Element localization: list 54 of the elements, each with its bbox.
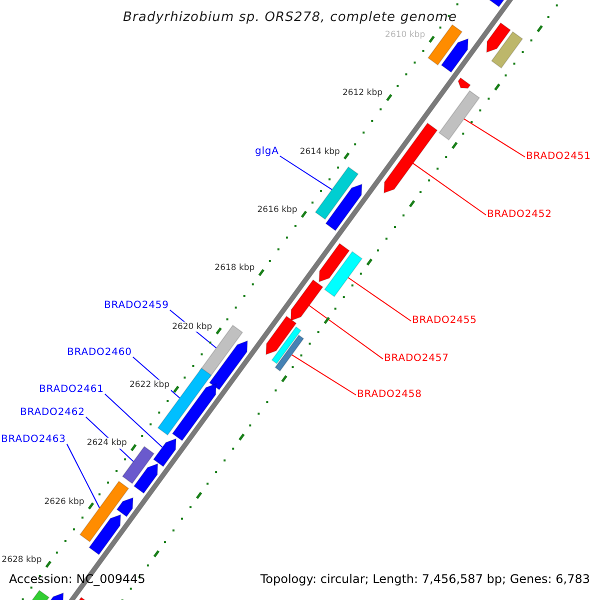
gene-feature <box>486 22 512 54</box>
gene-feature <box>199 324 244 378</box>
gene-label: BRADO2452 <box>487 210 552 220</box>
title: Bradyrhizobium sp. ORS278, complete genome <box>122 11 458 24</box>
accession-text: Accession: NC_009445 <box>9 573 146 585</box>
gene-label: BRADO2455 <box>412 316 477 326</box>
gene-feature <box>116 496 134 518</box>
gene-feature <box>88 514 122 556</box>
gene-label: BRADO2451 <box>526 152 591 162</box>
scale-label: 2624 kbp <box>86 438 128 449</box>
gene-feature <box>427 24 463 66</box>
gene-label: BRADO2462 <box>20 408 85 418</box>
scale-label: 2616 kbp <box>256 204 298 216</box>
gene-feature <box>490 31 524 69</box>
gene-feature <box>172 383 217 442</box>
leader-line <box>291 354 356 396</box>
scale-label: 2622 kbp <box>128 380 171 390</box>
scale-label: 2610 kbp <box>384 30 426 40</box>
gene-feature <box>133 463 158 494</box>
gene-feature <box>274 334 304 372</box>
leader-line <box>348 277 412 322</box>
gene-label: BRADO2461 <box>39 385 104 395</box>
gene-feature <box>208 340 248 390</box>
gene-feature <box>265 316 297 356</box>
gene-label: BRADO2460 <box>67 348 132 358</box>
gene-feature <box>271 326 302 364</box>
genome-summary-text: Topology: circular; Length: 7,456,587 bp; Genes: 6,783 <box>260 573 590 585</box>
gene-feature <box>290 279 324 322</box>
gene-feature <box>314 166 359 220</box>
gene-label: glgA <box>255 147 279 157</box>
scale-label: 2614 kbp <box>298 146 341 158</box>
leader-line <box>464 118 526 158</box>
gene-feature <box>383 122 438 194</box>
scale-label: 2626 kbp <box>43 496 86 508</box>
scale-label: 2618 kbp <box>214 263 256 274</box>
scale-label: 2620 kbp <box>171 322 214 332</box>
gene-feature <box>122 446 155 484</box>
scale-label: 2612 kbp <box>341 88 384 99</box>
leader-line <box>66 444 100 508</box>
gene-feature <box>324 250 363 298</box>
gene-label: BRADO2463 <box>1 435 66 445</box>
scale-label: 2628 kbp <box>0 554 43 566</box>
gene-feature <box>440 38 469 73</box>
gene-feature <box>152 438 177 468</box>
gene-feature <box>318 242 350 283</box>
gene-label: BRADO2457 <box>384 354 449 364</box>
gene-label: BRADO2458 <box>357 390 422 400</box>
leader-line <box>412 162 486 216</box>
gene-label: BRADO2459 <box>104 301 169 311</box>
leader-line <box>279 156 332 190</box>
gene-feature <box>325 183 362 232</box>
leader-line <box>308 305 384 360</box>
leader-line <box>104 394 163 448</box>
gene-feature <box>438 90 480 141</box>
